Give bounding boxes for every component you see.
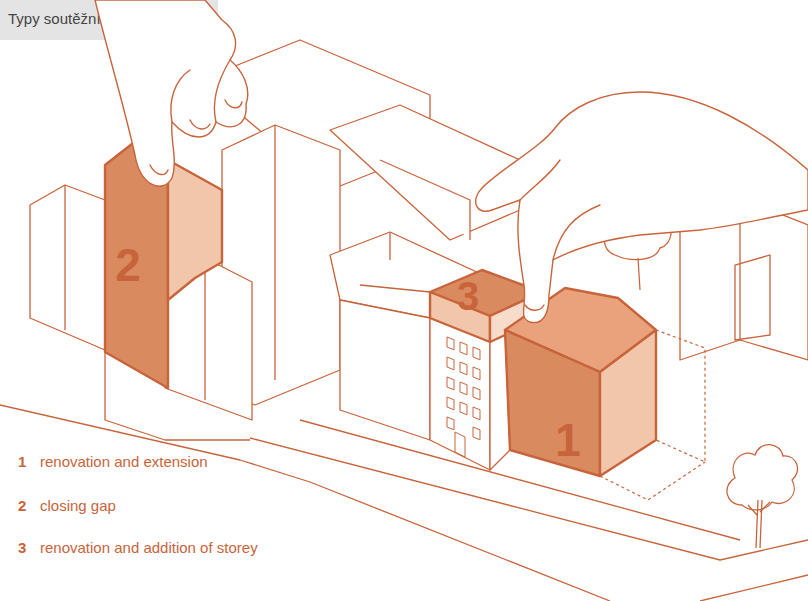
building [680,198,808,360]
legend-number: 3 [18,539,26,556]
building-block: 1 [500,284,660,480]
building-edge [735,198,770,340]
building-block: 2 [100,136,226,392]
building-edge [64,185,65,330]
windows [447,337,480,457]
legend-text: renovation and addition of storey [40,539,258,556]
road-edge [700,575,808,601]
building-edge [360,232,430,292]
back-building-edge [380,160,470,240]
title-box: Typy soutěžních úloh [0,0,218,40]
block-face [505,330,600,476]
tree [604,206,671,260]
building [30,185,105,350]
legend-number: 1 [18,453,26,470]
legend-number: 2 [18,497,26,514]
tree-trunk [748,500,770,548]
callout-number: 1 [555,417,581,463]
tree-trunk [638,258,640,290]
block-face [600,330,656,476]
apartment-building [430,318,490,470]
legend-text: renovation and extension [40,453,208,470]
door [455,432,465,457]
legend-text: closing gap [40,497,116,514]
left-hand [95,0,248,186]
window-grid [447,337,480,440]
buildings [30,40,808,470]
hands [95,0,808,323]
callout-number: 3 [457,276,479,316]
back-building [330,105,520,240]
finger-lines [520,160,600,310]
block-face [105,140,168,388]
right-hand [476,92,808,323]
title: Typy soutěžních úloh [8,10,149,27]
building [340,300,430,440]
building-edge [274,125,275,380]
block-face [168,160,222,300]
finger-lines [150,60,242,175]
building-edge [204,258,205,400]
callout-number: 2 [115,242,141,288]
